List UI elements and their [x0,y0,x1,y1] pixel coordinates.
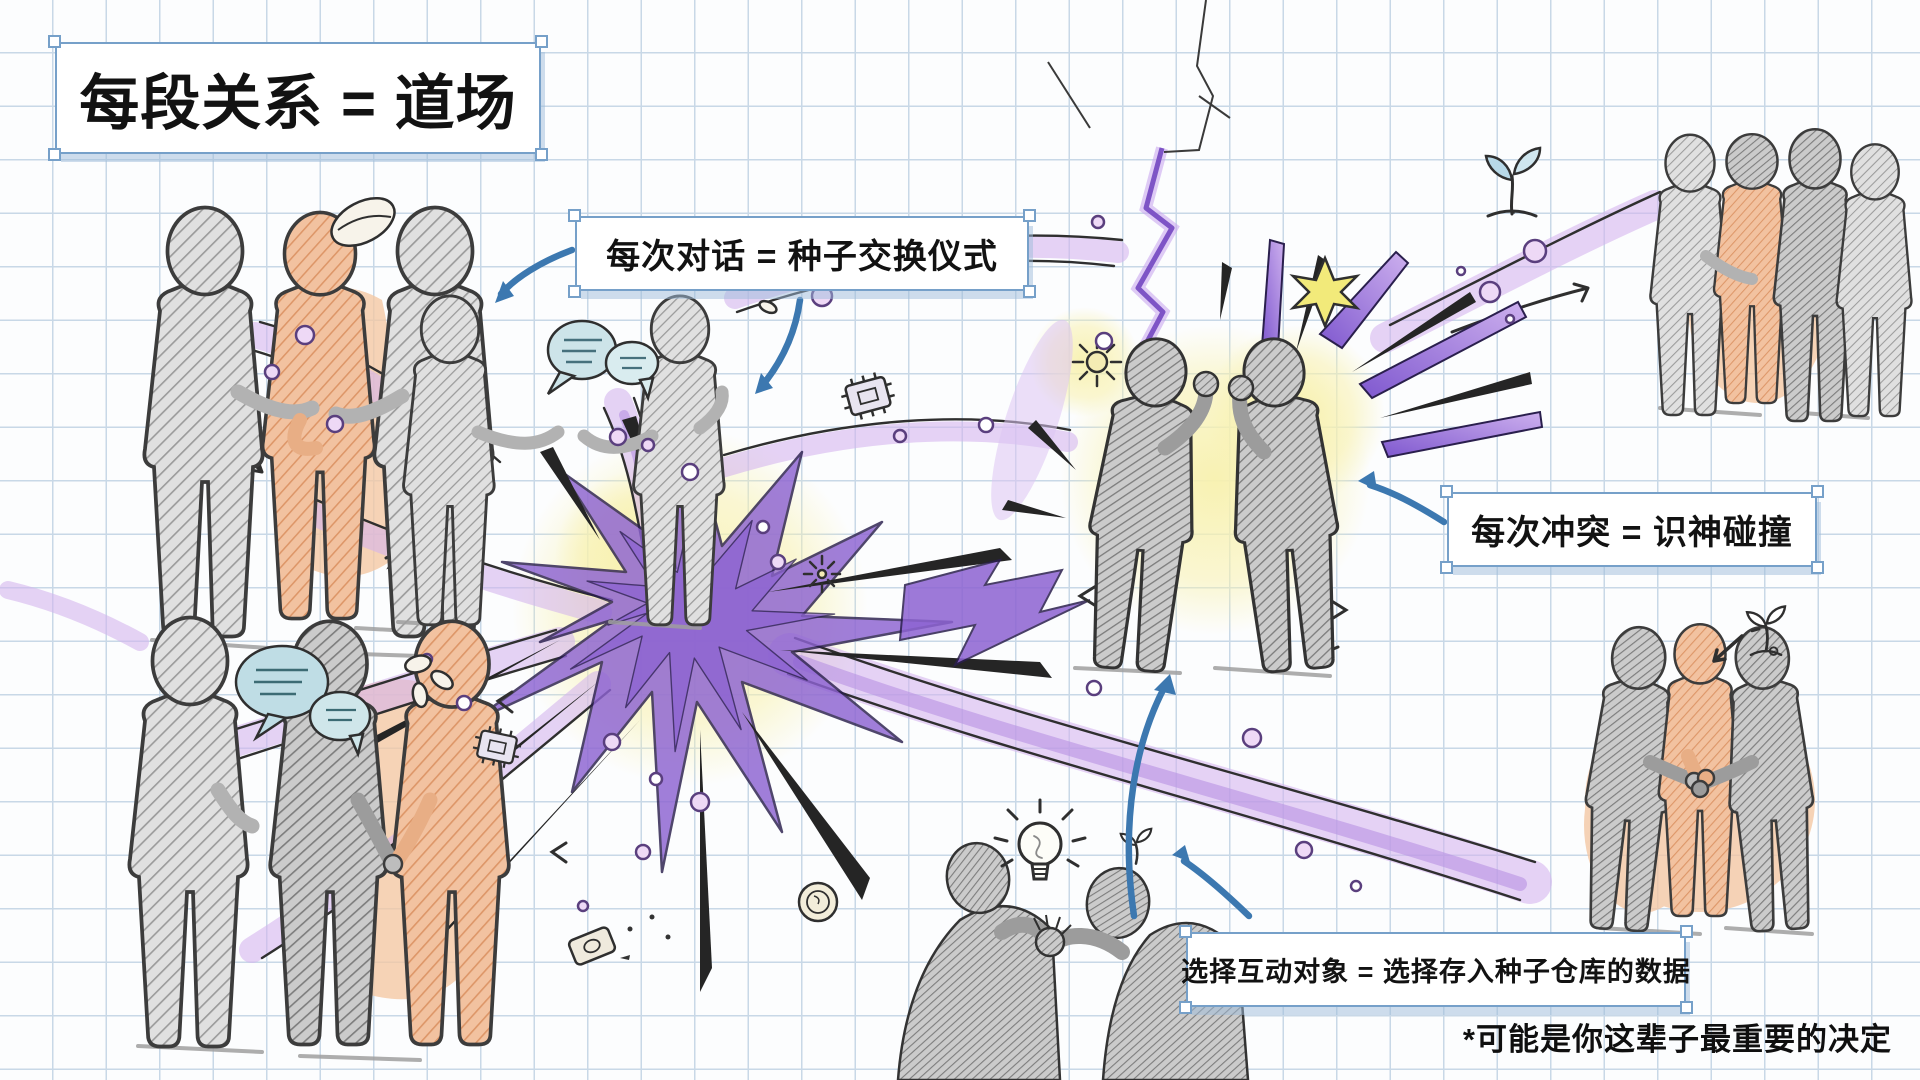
arrow-to-conflict [1366,481,1448,526]
selection-handle-sw[interactable] [568,285,581,298]
clasped-hands-icon [1034,926,1066,958]
footnote: *可能是你这辈子最重要的决定 [1462,1022,1892,1057]
callout-conflict-label: 每次冲突 = 识神碰撞 [1471,514,1793,552]
arrow-to-sprout [1180,857,1253,920]
selection-handle-se[interactable] [535,148,548,161]
callout-conversation[interactable]: 每次对话 = 种子交换仪式 [568,209,1036,298]
selection-handle-se[interactable] [1811,561,1824,574]
card-icon [567,926,617,966]
title-box[interactable]: 每段关系 = 道场 [48,35,548,161]
coin-icon [797,881,839,923]
sparkle-icon [802,554,842,594]
speech-bubbles-icon [234,644,372,758]
star-icon [1289,254,1361,330]
arrow-to-exchange [758,296,804,390]
burst-star-icon [1071,336,1123,388]
selection-handle-ne[interactable] [535,35,548,48]
small-ink-arrow [1712,627,1761,663]
conflict-scene [991,0,1544,654]
fist-icon [1192,370,1220,398]
sprout-icon [1745,605,1787,657]
selection-handle-sw[interactable] [1440,561,1453,574]
selection-handle-sw[interactable] [1179,1001,1192,1014]
blue-arrows [495,246,1448,920]
selection-handle-nw[interactable] [568,209,581,222]
arrow-to-fighters [1125,684,1168,920]
chip-icon [841,372,895,420]
callout-choice[interactable]: 选择互动对象 = 选择存入种子仓库的数据 [1179,925,1693,1014]
handshake-icon [382,853,404,875]
speech-bubbles-icon [546,319,660,402]
chip-icon [472,726,522,768]
fist-icon [1227,374,1255,402]
arrow-to-dialog [497,246,576,298]
selection-handle-sw[interactable] [48,148,61,161]
callout-conversation-label: 每次对话 = 种子交换仪式 [606,238,998,276]
selection-handle-ne[interactable] [1811,485,1824,498]
selection-handle-nw[interactable] [48,35,61,48]
selection-handle-ne[interactable] [1680,925,1693,938]
lightbulb-icon [993,798,1087,881]
sprout-icon [1119,827,1153,865]
purple-bolt [898,558,1091,668]
page-title: 每段关系 = 道场 [79,69,517,137]
selection-handle-se[interactable] [1680,1001,1693,1014]
group-topright-crowd [1649,127,1913,423]
callout-choice-label: 选择互动对象 = 选择存入种子仓库的数据 [1181,957,1691,987]
group-bottomleft-handshake [127,615,511,1062]
selection-handle-ne[interactable] [1023,209,1036,222]
purple-rays [1260,238,1544,459]
selection-handle-se[interactable] [1023,285,1036,298]
specks [620,914,671,960]
seed-icons [330,196,778,709]
group-conflict-pair [1073,334,1352,678]
callout-conflict[interactable]: 每次冲突 = 识神碰撞 [1440,485,1824,574]
selection-handle-nw[interactable] [1440,485,1453,498]
sprout-icon [1484,146,1542,218]
selection-handle-nw[interactable] [1179,925,1192,938]
